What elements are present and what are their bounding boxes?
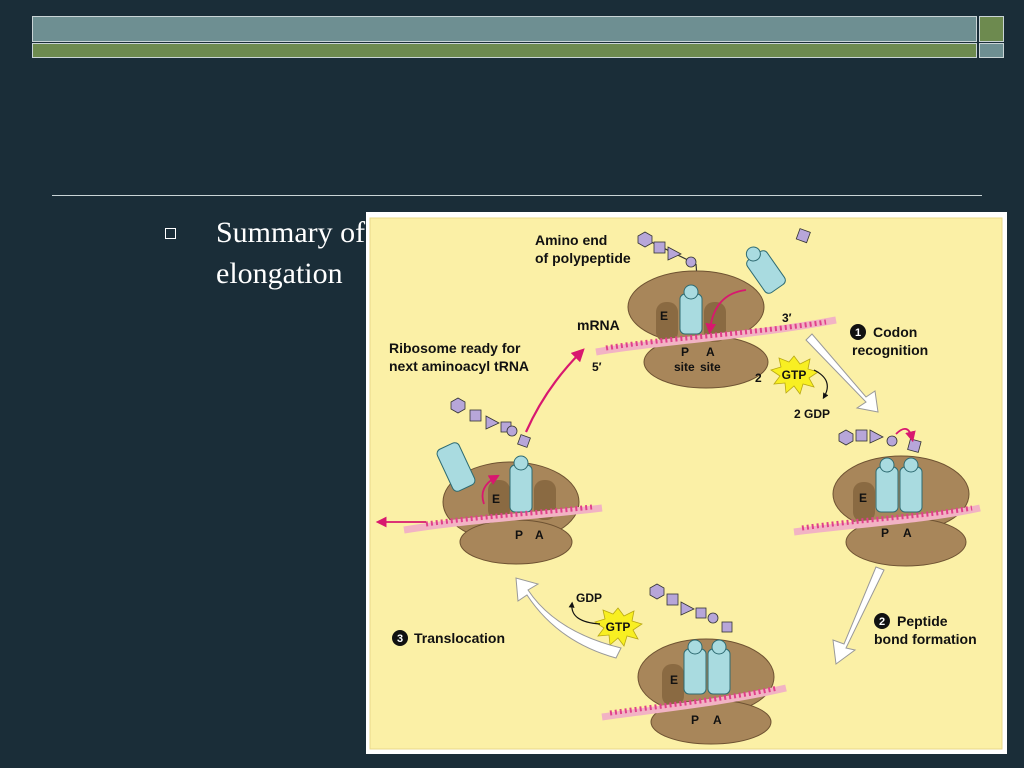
cycle-arrow-2 [832, 566, 885, 665]
amino-acid-hexagon [637, 231, 653, 248]
step-number-icon [850, 324, 866, 340]
step-1-number: 1 [855, 327, 861, 339]
incoming-trna [745, 246, 786, 294]
ribosome-right [793, 428, 981, 567]
gtp-burst-1 [770, 355, 819, 395]
label-mrna: mRNA [577, 317, 620, 333]
label-two-gdp: 2 GDP [794, 407, 830, 421]
label-three-prime: 3′ [782, 311, 792, 325]
amino-acid-triangle [667, 246, 682, 261]
amino-acid-square [795, 228, 811, 244]
step-3-label: Translocation [414, 630, 505, 646]
gtp-burst-2 [594, 607, 643, 647]
label-amino-end: Amino end [535, 232, 607, 248]
label-p-bottom: P [691, 713, 699, 727]
header-accent-square-middle [979, 43, 1004, 58]
step-1-label-line2: recognition [852, 342, 928, 358]
ribosome-top [595, 228, 837, 389]
label-next-aminoacyl: next aminoacyl tRNA [389, 358, 529, 374]
label-five-prime: 5′ [592, 360, 602, 374]
label-ribosome-ready: Ribosome ready for [389, 340, 521, 356]
trna [679, 293, 703, 335]
elongation-cycle-diagram: Amino end of polypeptide mRNA E P A site… [369, 217, 1003, 750]
label-e-site: E [660, 309, 668, 323]
label-p-right: P [881, 526, 889, 540]
bullet-square-icon [165, 228, 176, 239]
ribosome-bottom [601, 583, 787, 745]
bullet-text: Summary of elongation [216, 216, 366, 290]
label-e-site-bottom: E [670, 673, 678, 687]
elongation-figure: Amino end of polypeptide mRNA E P A site… [366, 212, 1007, 754]
step-1-label-line1: Codon [873, 324, 917, 340]
gtp-label-2: GTP [606, 620, 631, 634]
label-two: 2 [755, 371, 762, 385]
exiting-trna [436, 442, 476, 492]
label-e-site-right: E [859, 491, 867, 505]
label-a-left: A [535, 528, 544, 542]
title-divider [52, 195, 982, 196]
step-2-label-line2: bond formation [874, 631, 977, 647]
header-band-middle [32, 43, 977, 58]
cycle-arrow-3 [515, 577, 622, 659]
step-2-number: 2 [879, 616, 885, 628]
gtp-label-1: GTP [782, 368, 807, 382]
gdp-label: GDP [576, 591, 602, 605]
label-site-p: site [674, 360, 695, 374]
step-2-label-line1: Peptide [897, 613, 948, 629]
step-number-icon [392, 630, 408, 646]
header-accent-square-top [979, 16, 1004, 42]
label-p-left: P [515, 528, 523, 542]
ribosome-left [375, 397, 603, 565]
cycle-arrow-4 [524, 348, 585, 433]
label-site-a: site [700, 360, 721, 374]
step-number-icon [874, 613, 890, 629]
amino-acid-circle [685, 256, 697, 268]
label-e-site-left: E [492, 492, 500, 506]
cycle-arrow-1 [805, 333, 879, 413]
amino-acid-square [653, 241, 666, 254]
label-a-bottom: A [713, 713, 722, 727]
label-a-right: A [903, 526, 912, 540]
label-p: P [681, 345, 689, 359]
label-a: A [706, 345, 715, 359]
label-of-polypeptide: of polypeptide [535, 250, 631, 266]
step-3-number: 3 [397, 633, 403, 645]
header-band-top [32, 16, 977, 42]
